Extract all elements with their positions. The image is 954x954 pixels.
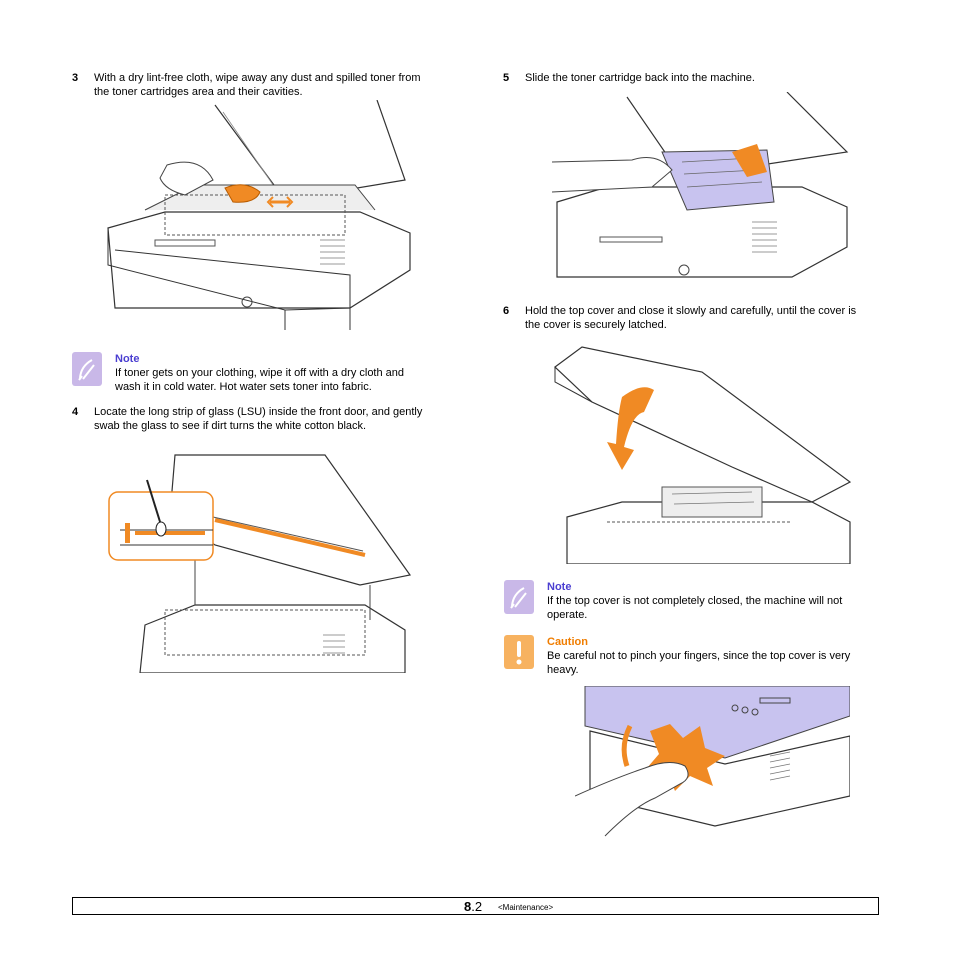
step-4: 4 Locate the long strip of glass (LSU) i… (72, 405, 462, 433)
step-6: 6 Hold the top cover and close it slowly… (503, 304, 893, 332)
step-5: 5 Slide the toner cartridge back into th… (503, 71, 893, 85)
caution-title: Caution (547, 636, 588, 648)
note-toner-clothing: Note If toner gets on your clothing, wip… (72, 352, 462, 396)
note-cover-closed: Note If the top cover is not completely … (504, 580, 894, 624)
figure-pinch-warning (575, 686, 850, 846)
figure-close-cover (552, 342, 852, 564)
step-text: Locate the long strip of glass (LSU) ins… (94, 406, 423, 432)
step-number: 3 (72, 72, 79, 84)
step-number: 6 (503, 305, 510, 317)
page-number: 8.2 (464, 899, 483, 914)
step-text: Hold the top cover and close it slowly a… (525, 305, 857, 331)
note-body: If toner gets on your clothing, wipe it … (115, 367, 405, 393)
page-footer: 8.2 <Maintenance> (72, 897, 879, 915)
pen-note-icon (504, 580, 534, 614)
pen-note-icon (72, 352, 102, 386)
note-title: Note (115, 353, 140, 365)
caution-body: Be careful not to pinch your fingers, si… (547, 650, 851, 676)
note-title: Note (547, 581, 572, 593)
step-text: With a dry lint-free cloth, wipe away an… (94, 72, 421, 98)
figure-lsu-glass (105, 445, 415, 673)
step-text: Slide the toner cartridge back into the … (525, 72, 755, 84)
step-number: 4 (72, 406, 79, 418)
caution-pinch-fingers: Caution Be careful not to pinch your fin… (504, 635, 894, 679)
exclamation-icon (504, 635, 534, 669)
note-body: If the top cover is not completely close… (547, 595, 843, 621)
section-name: <Maintenance> (498, 903, 554, 912)
figure-insert-cartridge (552, 92, 852, 282)
step-number: 5 (503, 72, 510, 84)
step-3: 3 With a dry lint-free cloth, wipe away … (72, 71, 462, 99)
figure-wipe-toner-area (105, 100, 415, 330)
